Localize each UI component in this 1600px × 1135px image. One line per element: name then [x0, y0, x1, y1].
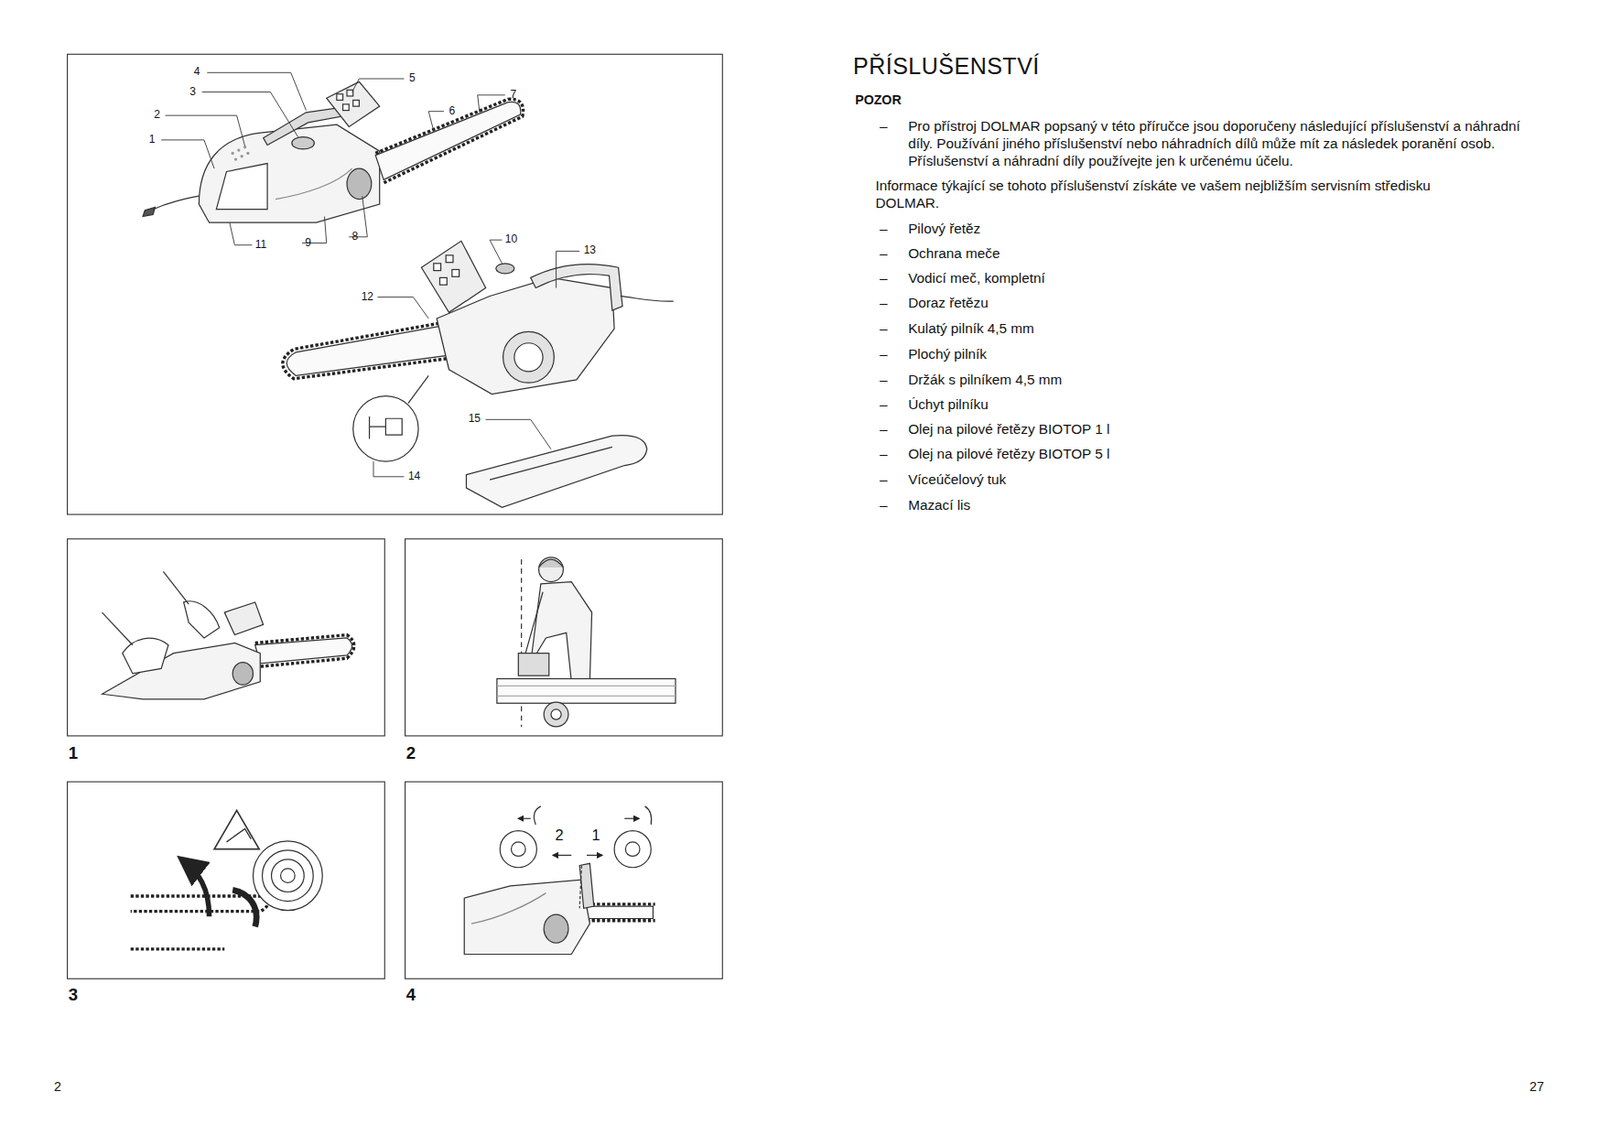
callout-number: 12 — [361, 290, 374, 303]
chainsaw-front-view — [282, 240, 674, 508]
callout-number: 3 — [189, 85, 196, 98]
arrow-step-number: 2 — [554, 826, 563, 845]
accessory-item: Olej na pilové řetězy BIOTOP 5 l — [908, 445, 1110, 463]
list-dash: – — [879, 396, 888, 413]
callout-number: 13 — [583, 243, 596, 257]
accessory-item: Vodicí meč, kompletní — [908, 270, 1045, 287]
callout-number: 9 — [304, 236, 312, 249]
list-dash: – — [879, 220, 888, 238]
accessory-item: Úchyt pilníku — [908, 396, 988, 413]
page-number: 27 — [1529, 1079, 1545, 1095]
list-dash: – — [879, 445, 888, 463]
callout-number: 4 — [194, 64, 201, 78]
callout-number: 5 — [409, 71, 416, 85]
list-dash: – — [879, 245, 888, 262]
figure-number: 2 — [406, 743, 416, 764]
accessory-item: Kulatý pilník 4,5 mm — [908, 320, 1035, 337]
accessory-item: Olej na pilové řetězy BIOTOP 1 l — [908, 421, 1110, 438]
leader-lines — [161, 72, 506, 245]
figure-frame — [67, 54, 724, 515]
callout-number: 14 — [408, 469, 421, 483]
cutting-posture-picture — [497, 557, 676, 727]
warning-heading: POZOR — [854, 92, 901, 109]
list-dash: – — [879, 371, 888, 389]
figure-frame — [67, 781, 386, 979]
info-paragraph: Informace týkající se tohoto příslušenst… — [875, 177, 1488, 213]
list-dash: – — [879, 270, 888, 287]
accessory-item: Držák s pilníkem 4,5 mm — [908, 371, 1062, 389]
warning-text: Pro přístroj DOLMAR popsaný v této příru… — [908, 118, 1533, 171]
callout-number: 2 — [153, 108, 161, 121]
chain-brake-picture — [464, 806, 655, 955]
figure-frame — [405, 781, 724, 979]
kickback-picture — [130, 810, 324, 950]
callout-number: 6 — [449, 104, 456, 118]
leader-lines — [373, 239, 580, 477]
accessory-item: Doraz řetězu — [908, 294, 988, 312]
page-number: 2 — [54, 1079, 62, 1095]
figure-frame — [405, 539, 724, 736]
two-hand-grip-picture — [101, 571, 354, 699]
callout-number: 11 — [255, 237, 267, 251]
list-dash: – — [879, 294, 888, 312]
list-dash: – — [879, 471, 888, 488]
accessory-item: Ochrana meče — [908, 245, 1000, 262]
callout-number: 7 — [509, 87, 517, 101]
list-dash: – — [879, 421, 888, 438]
callout-number: 8 — [352, 229, 359, 243]
chainsaw-side-view — [142, 81, 524, 223]
callout-number: 15 — [468, 411, 481, 425]
section-title: PŘÍSLUŠENSTVÍ — [853, 53, 1040, 80]
list-dash: – — [879, 118, 888, 135]
arrow-step-number: 1 — [592, 826, 601, 845]
figure-number: 4 — [406, 984, 416, 1006]
accessory-item: Plochý pilník — [908, 345, 987, 363]
accessory-item: Mazací lis — [908, 497, 971, 514]
callout-number: 1 — [149, 132, 156, 146]
list-dash: – — [879, 497, 888, 514]
accessory-item: Pilový řetěz — [908, 220, 981, 238]
list-dash: – — [879, 345, 888, 363]
callout-number: 10 — [505, 232, 518, 246]
figure-number: 1 — [68, 743, 78, 764]
list-dash: – — [879, 320, 888, 337]
figure-frame — [67, 539, 386, 736]
figure-number: 3 — [68, 984, 78, 1006]
accessory-item: Víceúčelový tuk — [908, 471, 1006, 488]
